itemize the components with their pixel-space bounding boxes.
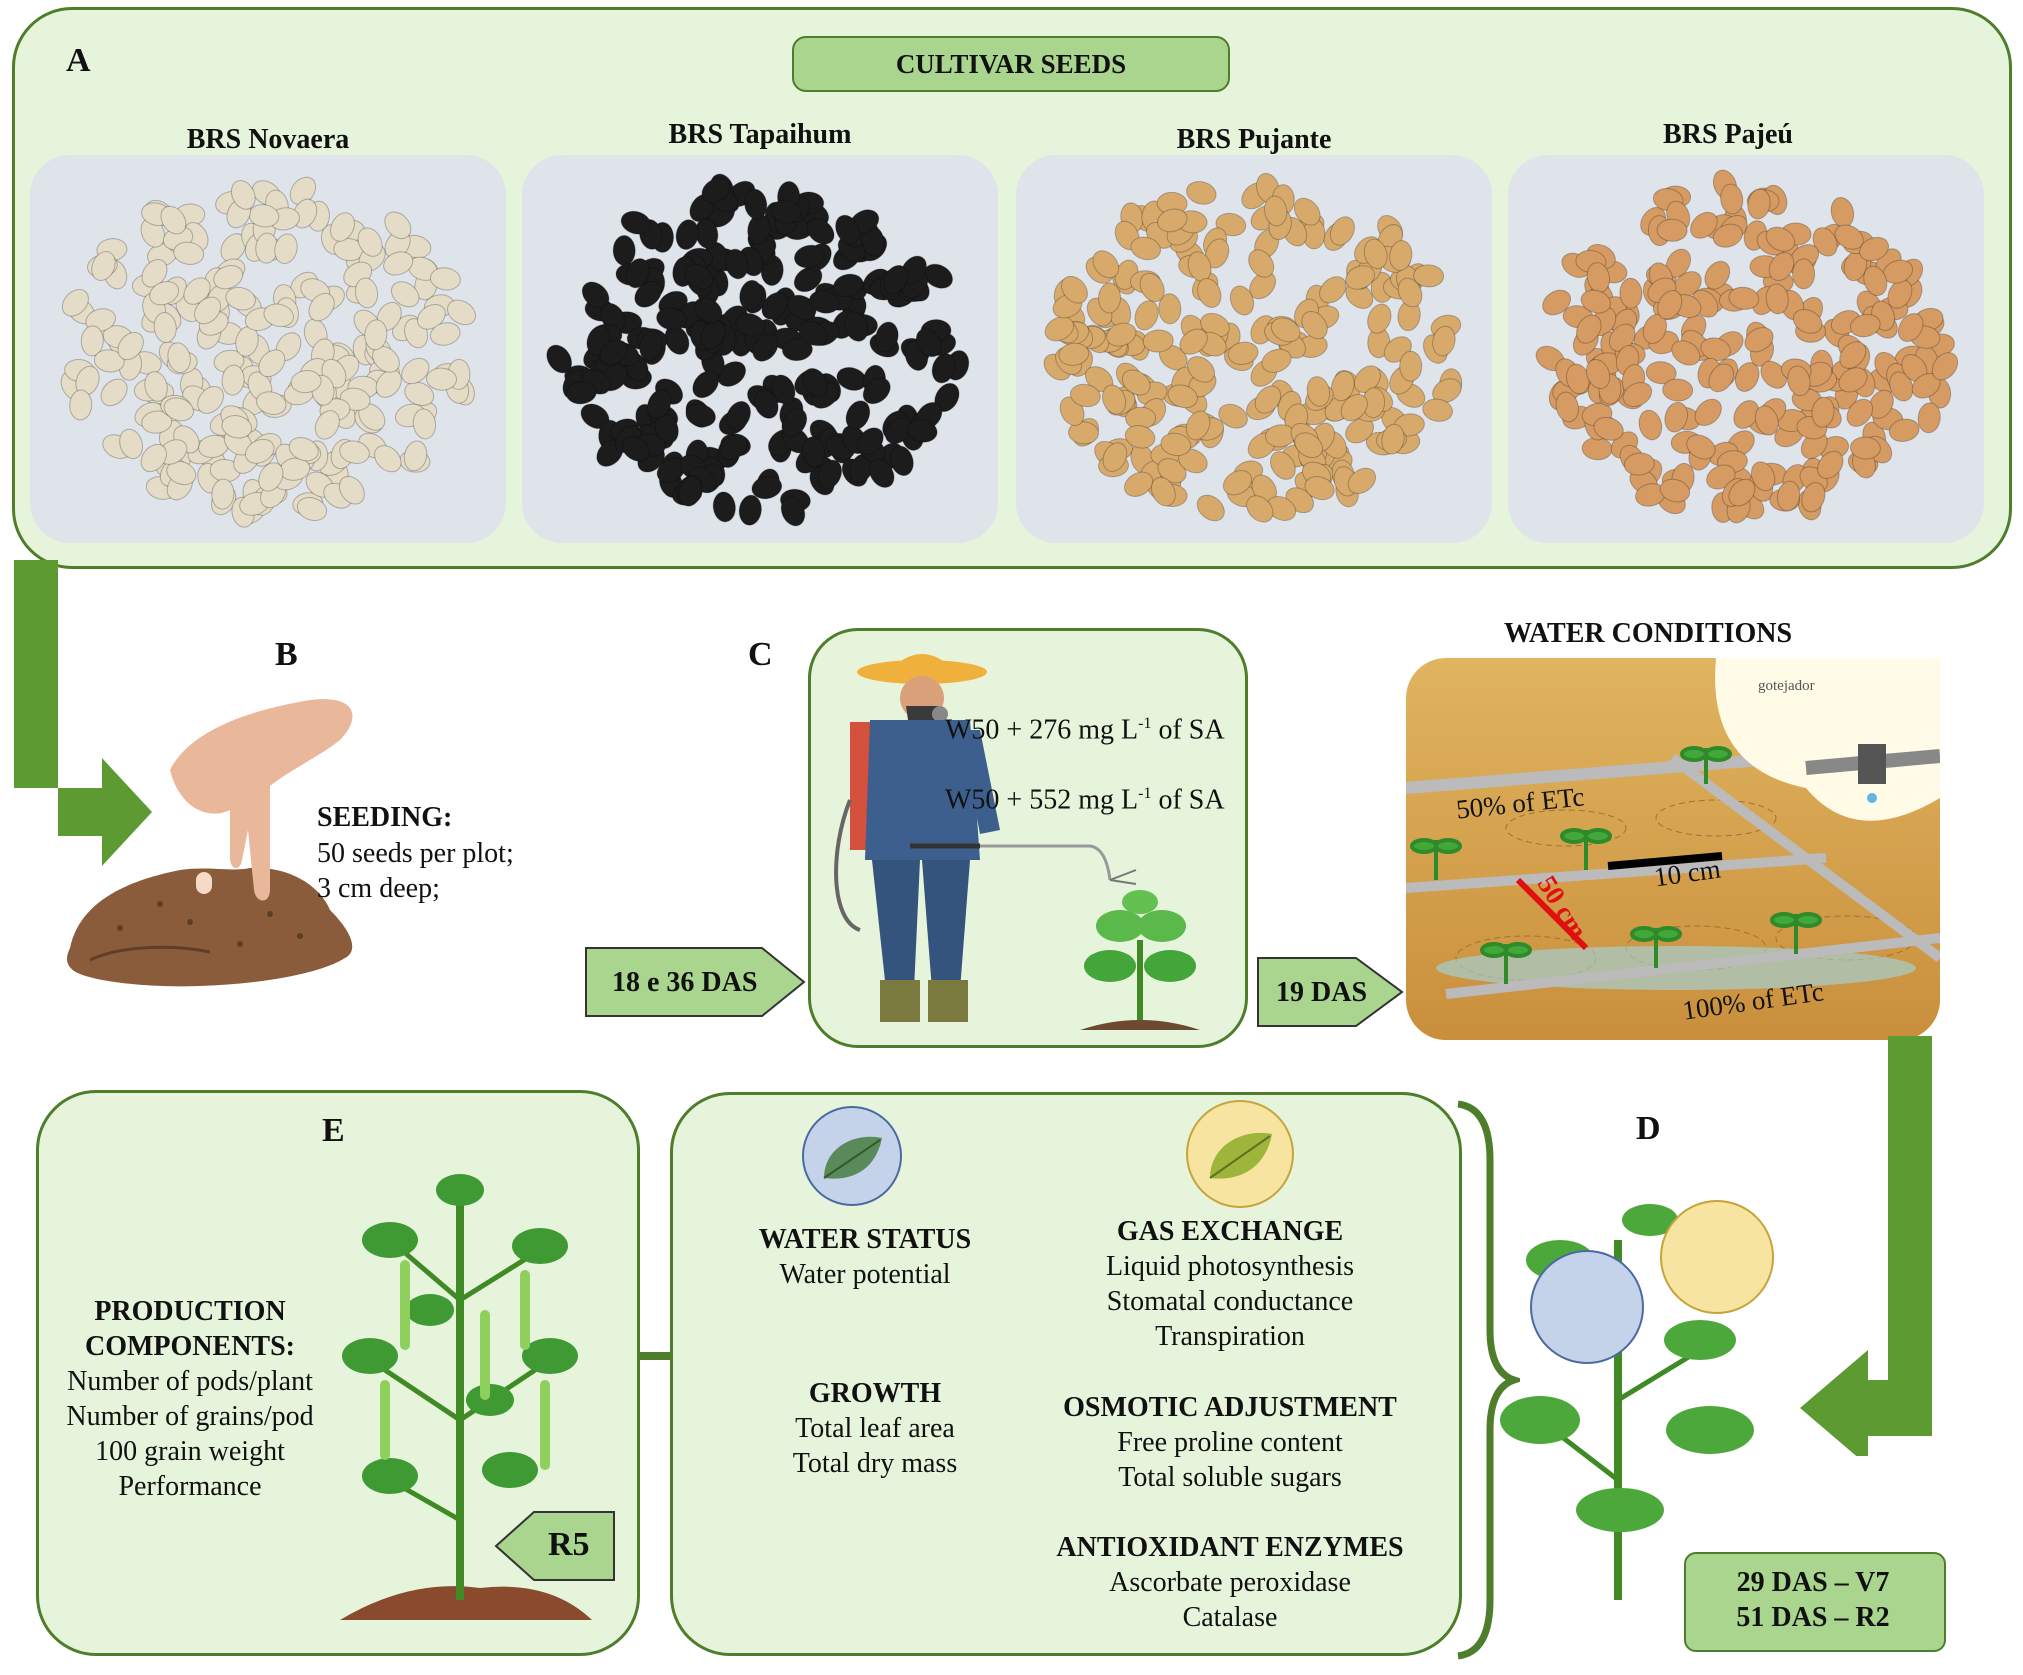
brace (1457, 1100, 1520, 1660)
treatment-2-suffix: of SA (1151, 784, 1225, 816)
arrow-water-to-d (1800, 1036, 1932, 1456)
cultivar-seeds-title: CULTIVAR SEEDS (792, 36, 1230, 92)
panel-e-letter: E (322, 1112, 345, 1149)
seed-photo-pujante (1016, 155, 1492, 543)
leaf-icon-blue (823, 1136, 882, 1179)
production-item-2: Number of grains/pod (66, 1401, 314, 1432)
cultivar-name-novaera: BRS Novaera (186, 124, 350, 155)
osmotic-item-1: Free proline content (1117, 1427, 1343, 1458)
growth-item-2: Total dry mass (792, 1448, 958, 1479)
panel-b-letter: B (275, 636, 298, 673)
cultivar-name-pujante: BRS Pujante (1176, 124, 1332, 155)
drip-irrigation-illustration (1406, 658, 1940, 1040)
production-item-3: 100 grain weight (95, 1436, 285, 1467)
tag-18-36-das-shape (585, 947, 806, 1017)
panel-a-letter: A (66, 42, 91, 79)
farmer-spraying-illustration (834, 654, 1200, 1030)
panel-c-letter: C (748, 636, 773, 673)
treatment-2-sup: -1 (1138, 785, 1152, 802)
treatment-1-suffix: of SA (1151, 714, 1225, 746)
gas-exchange-item-3: Transpiration (1155, 1321, 1305, 1352)
antioxidant-title: ANTIOXIDANT ENZYMES (1056, 1532, 1404, 1563)
tag-r5: R5 (548, 1526, 590, 1563)
cultivar-name-pajeu: BRS Pajeú (1663, 119, 1793, 150)
tag-r5-shape (494, 1511, 615, 1581)
production-title-1: PRODUCTION (94, 1296, 286, 1327)
gas-exchange-title: GAS EXCHANGE (1116, 1216, 1344, 1247)
treatment-1-prefix: W50 + 276 mg L (945, 714, 1139, 746)
gas-exchange-icon (1186, 1100, 1294, 1208)
seeding-line-1: 50 seeds per plot; (317, 838, 514, 869)
production-title-2: COMPONENTS: (85, 1331, 295, 1362)
podded-bean-plant-illustration (340, 1174, 592, 1620)
seed-photo-novaera (30, 155, 506, 543)
gas-exchange-icon-d (1660, 1200, 1774, 1314)
production-item-4: Performance (118, 1471, 262, 1502)
treatment-2-prefix: W50 + 552 mg L (945, 784, 1139, 816)
water-status-icon-d (1530, 1250, 1644, 1364)
seed-photo-tapaihum (522, 155, 998, 543)
arrow-a-to-b (14, 560, 152, 866)
tag-19-das-shape (1257, 957, 1404, 1027)
treatment-2-text: W50 + 552 mg L-1 of SA (945, 776, 1225, 817)
stage-29-das: 29 DAS – V7 (1736, 1567, 1890, 1598)
growth-title: GROWTH (808, 1378, 942, 1409)
water-status-item-1: Water potential (779, 1259, 951, 1290)
antioxidant-item-2: Catalase (1182, 1602, 1278, 1633)
treatment-1-sup: -1 (1138, 715, 1152, 732)
seed-photo-pajeu (1508, 155, 1984, 543)
stage-51-das: 51 DAS – R2 (1736, 1602, 1890, 1633)
antioxidant-item-1: Ascorbate peroxidase (1109, 1567, 1351, 1598)
gas-exchange-item-1: Liquid photosynthesis (1105, 1251, 1355, 1282)
osmotic-item-2: Total soluble sugars (1118, 1462, 1342, 1493)
stage-box (1684, 1552, 1946, 1652)
water-conditions-title: WATER CONDITIONS (1504, 618, 1793, 649)
tag-19-das: 19 DAS (1276, 977, 1368, 1008)
leaf-icon-yellow (1209, 1132, 1272, 1179)
panel-d-letter: D (1636, 1110, 1661, 1147)
seeding-hand-illustration (67, 699, 353, 987)
production-item-1: Number of pods/plant (67, 1366, 313, 1397)
analyses-panel (670, 1092, 1462, 1656)
gas-exchange-item-2: Stomatal conductance (1106, 1286, 1354, 1317)
water-status-icon (802, 1106, 902, 1206)
osmotic-title: OSMOTIC ADJUSTMENT (1063, 1392, 1397, 1423)
water-status-title: WATER STATUS (758, 1224, 972, 1255)
connector-line (638, 1352, 672, 1360)
growth-item-1: Total leaf area (795, 1413, 955, 1444)
treatment-1-text: W50 + 276 mg L-1 of SA (945, 706, 1225, 747)
seeding-line-2: 3 cm deep; (317, 873, 440, 904)
dripper-label: gotejador (1758, 678, 1815, 694)
seeding-title: SEEDING: (317, 802, 453, 833)
cultivar-name-tapaihum: BRS Tapaihum (668, 119, 852, 150)
tag-18-36-das: 18 e 36 DAS (612, 967, 758, 998)
